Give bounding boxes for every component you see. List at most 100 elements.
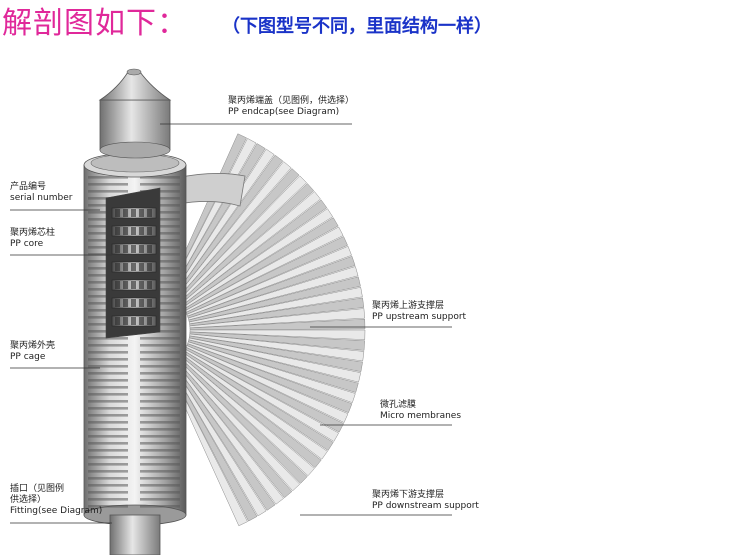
core-opening: [139, 227, 144, 235]
membrane-pleat: [188, 276, 361, 323]
cage-slot: [140, 344, 180, 347]
membrane-pleat: [189, 329, 366, 340]
pleated-membrane: [166, 133, 366, 527]
core-opening: [115, 299, 120, 307]
membrane-pleat: [189, 333, 365, 362]
membrane-pleat: [188, 335, 363, 372]
core-opening: [131, 263, 136, 271]
core-opening: [147, 281, 152, 289]
membrane-pleat: [189, 331, 365, 351]
cage-slot: [88, 435, 128, 438]
cage-slots: [88, 176, 180, 508]
core-opening: [139, 281, 144, 289]
cage-slot: [140, 372, 180, 375]
cage-slot: [88, 351, 128, 354]
core-opening: [131, 281, 136, 289]
core-opening: [131, 209, 136, 217]
cage-slot: [140, 435, 180, 438]
cage-slot: [140, 491, 180, 494]
cage-slot: [88, 414, 128, 417]
cage-slot: [88, 393, 128, 396]
core-opening: [139, 299, 144, 307]
cage-slot: [140, 421, 180, 424]
cage-slot: [88, 337, 128, 340]
cage-slot: [88, 505, 128, 508]
membrane-pleat: [187, 341, 356, 404]
pp-endcap: [98, 68, 172, 159]
core-opening: [123, 281, 128, 289]
cage-slot: [140, 470, 180, 473]
cage-slot: [140, 337, 180, 340]
core-opening: [115, 209, 120, 217]
membrane-pleat: [186, 343, 353, 414]
cage-slot: [88, 456, 128, 459]
membrane-pleat: [187, 266, 359, 321]
cage-slot: [140, 463, 180, 466]
core-opening: [147, 227, 152, 235]
cage-slot: [88, 463, 128, 466]
cage-slot: [88, 498, 128, 501]
core-opening: [123, 299, 128, 307]
cage-slot: [140, 358, 180, 361]
cage-slot: [88, 428, 128, 431]
membrane-pleat: [187, 255, 356, 319]
cage-slot: [88, 442, 128, 445]
core-opening: [115, 227, 120, 235]
core-opening: [123, 227, 128, 235]
cage-slot: [88, 379, 128, 382]
core-opening: [147, 299, 152, 307]
cage-slot: [88, 477, 128, 480]
cage-slot: [88, 372, 128, 375]
cage-slot: [140, 484, 180, 487]
cage-slot: [88, 491, 128, 494]
core-opening: [147, 263, 152, 271]
label-downstream-support: 聚丙烯下游支撑层 PP downstream support: [372, 490, 479, 511]
core-opening: [131, 245, 136, 253]
core-opening: [131, 299, 136, 307]
label-micro-membranes: 微孔滤膜 Micro membranes: [380, 400, 462, 421]
core-opening: [131, 317, 136, 325]
membrane-pleat: [186, 245, 352, 317]
cage-slot: [140, 449, 180, 452]
filter-cartridge-body: [83, 152, 187, 555]
upstream-support-band: [175, 173, 246, 207]
cage-slot: [140, 386, 180, 389]
cage-slot: [140, 477, 180, 480]
cage-slot: [140, 498, 180, 501]
membrane-pleat: [189, 308, 365, 329]
membrane-pleat: [185, 236, 348, 315]
diagram-illustration: [10, 68, 452, 555]
cage-slot: [88, 358, 128, 361]
cage-slot: [88, 421, 128, 424]
filter-cutaway-diagram: 聚丙烯端盖（见图例，供选择） PP endcap(see Diagram) 产品…: [0, 52, 742, 555]
pp-core: [111, 207, 157, 327]
core-opening: [123, 317, 128, 325]
label-pp-cage: 聚丙烯外壳 PP cage: [10, 341, 56, 362]
cage-slot: [88, 176, 128, 179]
core-opening: [139, 209, 144, 217]
page-title: 解剖图如下：: [2, 6, 188, 41]
core-opening: [139, 245, 144, 253]
cage-slot: [140, 442, 180, 445]
cage-slot: [140, 407, 180, 410]
membrane-pleat: [187, 339, 359, 393]
cage-slot: [88, 449, 128, 452]
cage-slot: [88, 484, 128, 487]
core-opening: [115, 281, 120, 289]
core-opening: [123, 263, 128, 271]
core-opening: [123, 209, 128, 217]
core-opening: [139, 317, 144, 325]
cage-slot: [140, 400, 180, 403]
cage-slot: [88, 386, 128, 389]
cage-slot: [140, 505, 180, 508]
title-note: （下图型号不同，里面结构一样）: [222, 16, 492, 37]
cage-slot: [140, 428, 180, 431]
leader-lines: [10, 123, 452, 524]
core-opening: [147, 317, 152, 325]
core-opening: [115, 245, 120, 253]
cage-slot: [88, 407, 128, 410]
core-opening: [131, 227, 136, 235]
cage-slot: [140, 351, 180, 354]
cage-slot: [140, 414, 180, 417]
core-opening: [115, 317, 120, 325]
